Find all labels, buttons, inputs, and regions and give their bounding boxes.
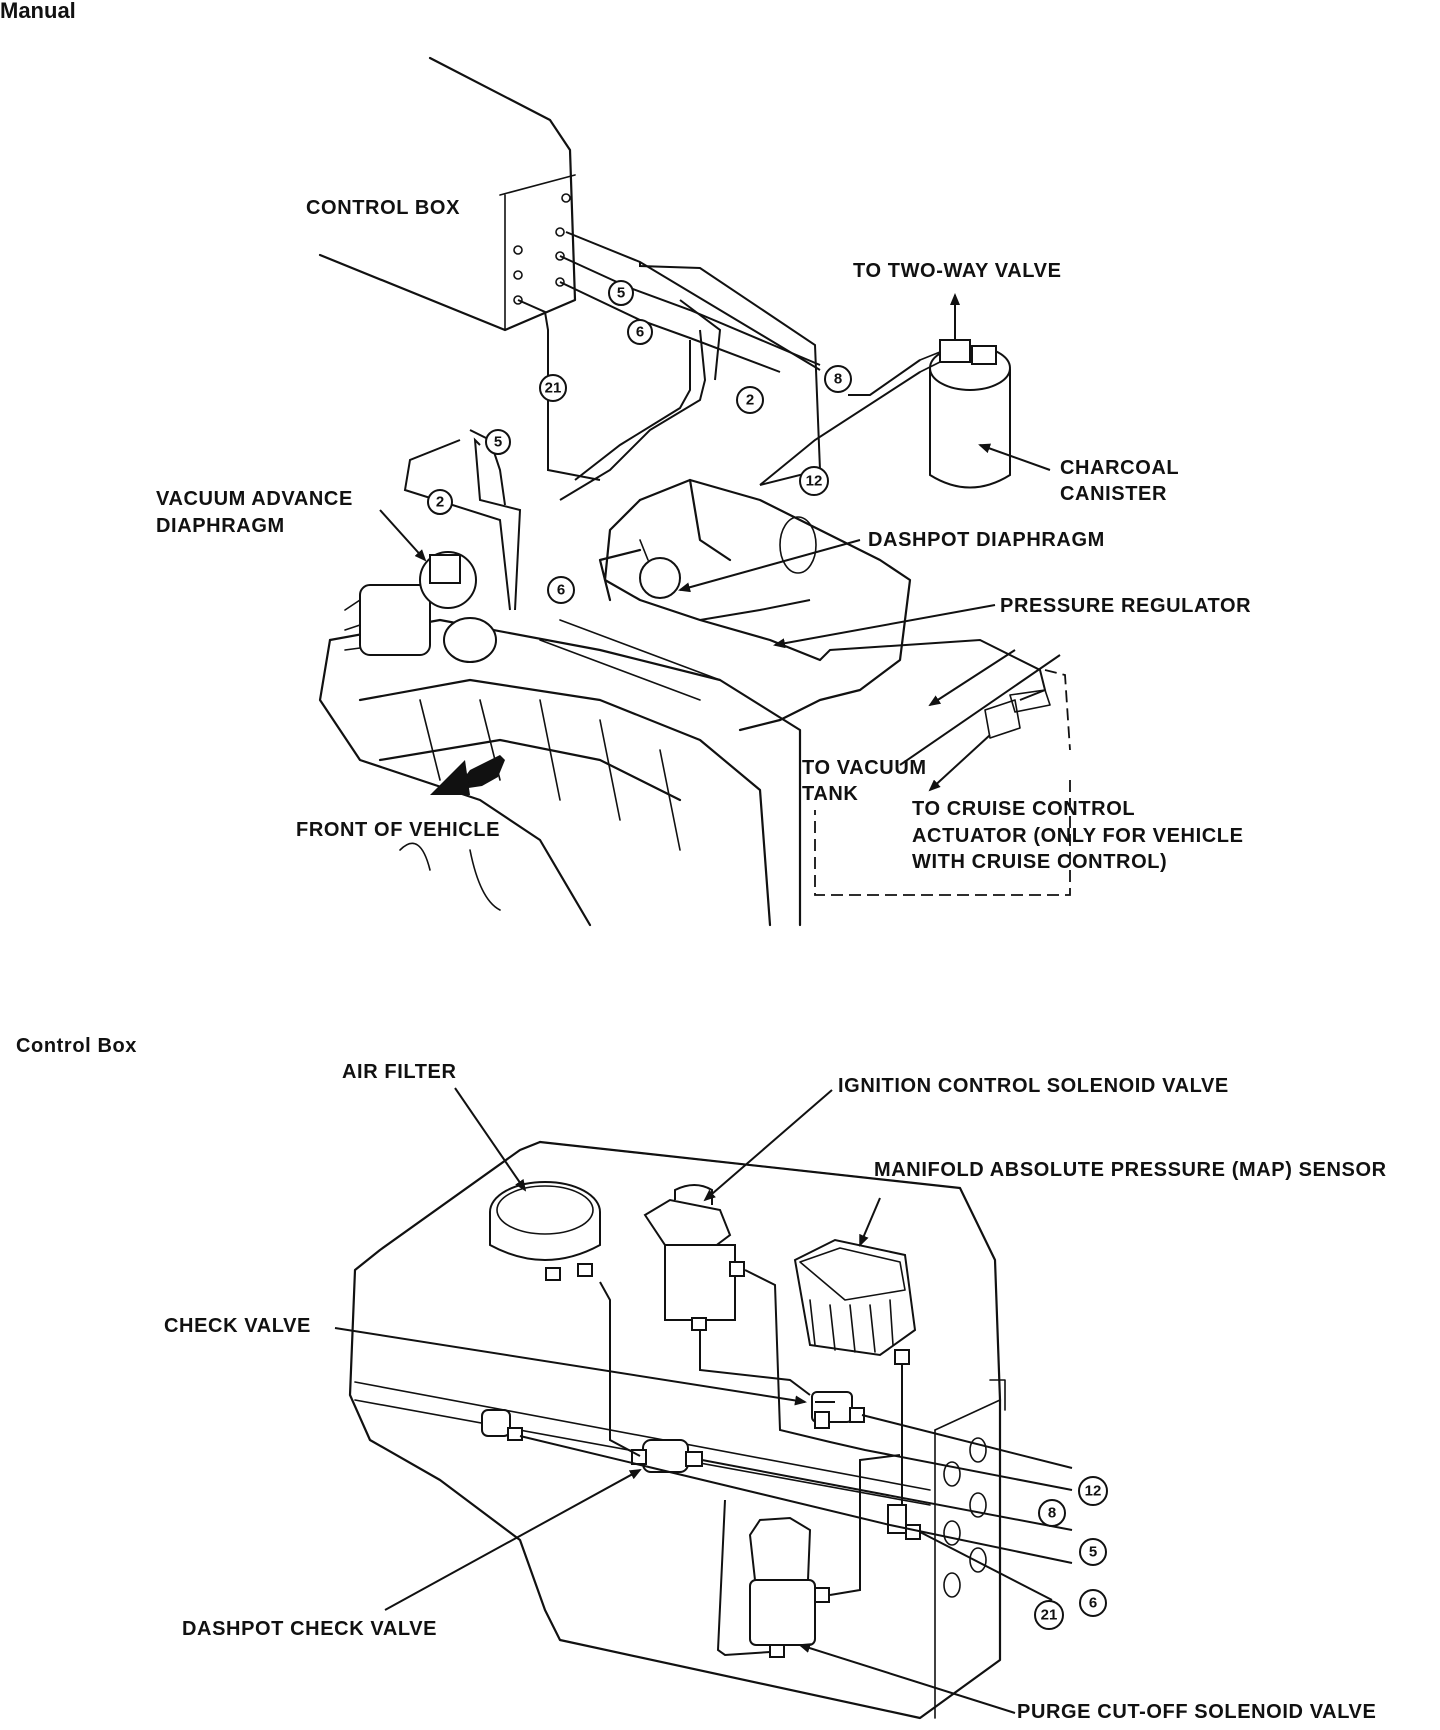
svg-text:21: 21: [1041, 1607, 1058, 1624]
label-purge-cut-off-solenoid-valve: PURGE CUT-OFF SOLENOID VALVE: [1017, 1701, 1376, 1723]
hose-number-top-6-low: 6: [547, 576, 575, 604]
map-sensor: [793, 1238, 917, 1365]
svg-text:2: 2: [746, 392, 754, 409]
label-tank: TANK: [802, 783, 858, 805]
air-filter: [489, 1181, 601, 1281]
svg-text:8: 8: [834, 371, 842, 388]
hose-number-box-21: 21: [1034, 1600, 1064, 1630]
svg-text:12: 12: [806, 473, 823, 490]
svg-text:6: 6: [1089, 1595, 1097, 1612]
hose-number-box-12: 12: [1078, 1476, 1108, 1506]
hose-number-top-6: 6: [627, 319, 653, 345]
svg-text:6: 6: [557, 582, 565, 599]
section-title-control-box: Control Box: [16, 1035, 137, 1057]
engine-illustration: [318, 56, 1071, 927]
hose-number-box-6: 6: [1079, 1589, 1107, 1617]
svg-text:5: 5: [617, 285, 625, 302]
control-box-illustration: [348, 1140, 1073, 1720]
label-ignition-control-solenoid-valve: IGNITION CONTROL SOLENOID VALVE: [838, 1075, 1229, 1097]
control-box-housing: [318, 56, 577, 332]
svg-text:12: 12: [1085, 1483, 1102, 1500]
hose-number-box-8: 8: [1038, 1499, 1066, 1527]
charcoal-canister: [759, 339, 1011, 489]
label-diaphragm: DIAPHRAGM: [156, 515, 285, 537]
label-dashpot-diaphragm: DASHPOT DIAPHRAGM: [868, 529, 1105, 551]
hose-number-top-2-right: 2: [736, 386, 764, 414]
left-fitting: [481, 1409, 511, 1437]
section-title-manual: Manual: [0, 0, 76, 23]
hose-number-top-5-left: 5: [485, 429, 511, 455]
purge-cut-off-solenoid-valve: [748, 1516, 830, 1658]
label-front-of-vehicle: FRONT OF VEHICLE: [296, 819, 500, 841]
svg-text:21: 21: [545, 380, 562, 397]
hose-number-box-5: 5: [1079, 1538, 1107, 1566]
label-vacuum-advance: VACUUM ADVANCE: [156, 488, 353, 510]
svg-text:6: 6: [636, 324, 644, 341]
label-air-filter: AIR FILTER: [342, 1061, 457, 1083]
t-fitting: [887, 1504, 907, 1534]
label-dashpot-check-valve: DASHPOT CHECK VALVE: [182, 1618, 437, 1640]
svg-text:2: 2: [436, 494, 444, 511]
ignition-control-solenoid-valve: [643, 1184, 745, 1331]
label-canister: CANISTER: [1060, 483, 1167, 505]
hose-number-top-21: 21: [539, 374, 567, 402]
label-map-sensor: MANIFOLD ABSOLUTE PRESSURE (MAP) SENSOR: [874, 1159, 1387, 1181]
label-charcoal: CHARCOAL: [1060, 457, 1179, 479]
label-to-two-way-valve: TO TWO-WAY VALVE: [853, 260, 1062, 282]
svg-text:5: 5: [494, 434, 502, 451]
hose-number-top-5: 5: [608, 280, 634, 306]
label-actuator: ACTUATOR (ONLY FOR VEHICLE: [912, 825, 1244, 847]
label-to-vacuum: TO VACUUM: [802, 757, 927, 779]
check-valve: [811, 1391, 865, 1429]
label-check-valve: CHECK VALVE: [164, 1315, 311, 1337]
label-pressure-regulator: PRESSURE REGULATOR: [1000, 595, 1251, 617]
svg-text:5: 5: [1089, 1544, 1097, 1561]
hose-number-top-8: 8: [824, 365, 852, 393]
hose-number-top-2-left: 2: [427, 489, 453, 515]
label-control-box: CONTROL BOX: [306, 197, 460, 219]
hose-number-top-12: 12: [799, 466, 829, 496]
svg-text:8: 8: [1048, 1505, 1056, 1522]
label-to-cruise-control: TO CRUISE CONTROL: [912, 798, 1135, 820]
label-with-cruise-control: WITH CRUISE CONTROL): [912, 851, 1167, 873]
